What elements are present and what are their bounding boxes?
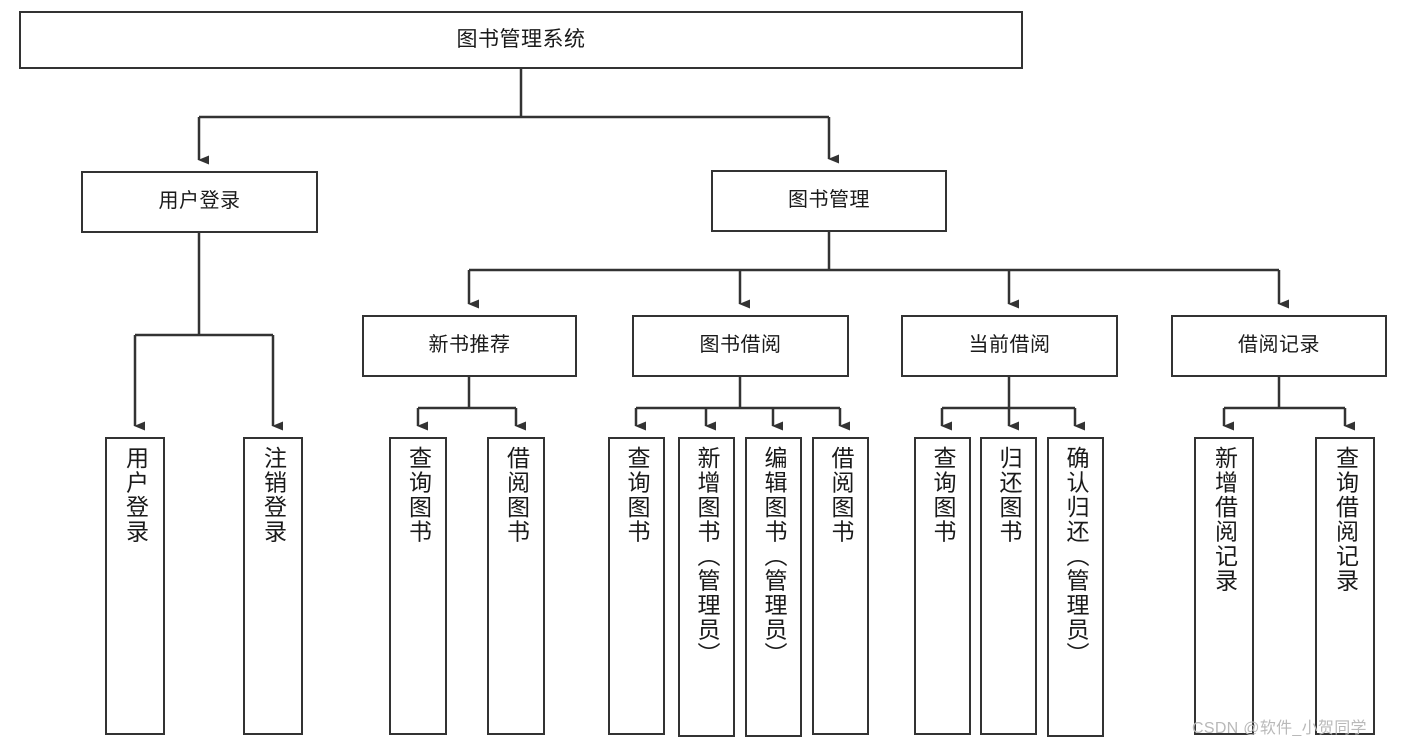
node-user-login-label: 用户登录: [158, 190, 241, 213]
node-leaf-query-record-label: 查询借阅记录: [1332, 446, 1359, 593]
node-book-manage-label: 图书管理: [788, 189, 870, 212]
csdn-watermark: CSDN @软件_小贺同学: [1192, 720, 1367, 737]
node-leaf-add-record[interactable]: 新增借阅记录: [1194, 437, 1254, 735]
node-leaf-user-login-label: 用户登录: [122, 446, 149, 544]
node-leaf-query-book-1-label: 查询图书: [405, 446, 432, 544]
node-current-borrow-label: 当前借阅: [968, 334, 1051, 357]
node-leaf-add-book[interactable]: 新增图书（管理员）: [678, 437, 735, 737]
node-book-borrow-label: 图书借阅: [699, 334, 782, 357]
node-leaf-edit-book-label: 编辑图书（管理员）: [761, 446, 787, 667]
node-leaf-query-record[interactable]: 查询借阅记录: [1315, 437, 1375, 735]
node-new-book-rec-label: 新书推荐: [428, 334, 511, 357]
node-leaf-edit-book[interactable]: 编辑图书（管理员）: [745, 437, 802, 737]
node-borrow-record-label: 借阅记录: [1238, 334, 1320, 357]
node-leaf-query-book-3[interactable]: 查询图书: [914, 437, 971, 735]
node-leaf-confirm-return-label: 确认归还（管理员）: [1063, 446, 1089, 667]
node-leaf-confirm-return[interactable]: 确认归还（管理员）: [1047, 437, 1104, 737]
node-leaf-query-book-2[interactable]: 查询图书: [608, 437, 665, 735]
node-leaf-query-book-1[interactable]: 查询图书: [389, 437, 447, 735]
node-leaf-query-book-3-label: 查询图书: [930, 446, 956, 544]
node-current-borrow[interactable]: 当前借阅: [901, 315, 1118, 377]
node-leaf-query-book-2-label: 查询图书: [624, 446, 650, 544]
node-leaf-logout-label: 注销登录: [260, 446, 287, 544]
node-leaf-user-login[interactable]: 用户登录: [105, 437, 165, 735]
node-leaf-return-book[interactable]: 归还图书: [980, 437, 1037, 735]
node-leaf-add-book-label: 新增图书（管理员）: [694, 446, 720, 667]
node-leaf-return-book-label: 归还图书: [996, 446, 1022, 544]
node-leaf-logout[interactable]: 注销登录: [243, 437, 303, 735]
node-leaf-add-record-label: 新增借阅记录: [1211, 446, 1238, 593]
node-borrow-record[interactable]: 借阅记录: [1171, 315, 1387, 377]
node-book-borrow[interactable]: 图书借阅: [632, 315, 849, 377]
node-book-manage[interactable]: 图书管理: [711, 170, 947, 232]
node-leaf-borrow-book-2[interactable]: 借阅图书: [812, 437, 869, 735]
node-leaf-borrow-book-1[interactable]: 借阅图书: [487, 437, 545, 735]
node-new-book-rec[interactable]: 新书推荐: [362, 315, 577, 377]
node-user-login[interactable]: 用户登录: [81, 171, 318, 233]
node-root[interactable]: 图书管理系统: [19, 11, 1023, 69]
node-leaf-borrow-book-1-label: 借阅图书: [503, 446, 530, 544]
node-root-label: 图书管理系统: [456, 27, 586, 51]
node-leaf-borrow-book-2-label: 借阅图书: [828, 446, 854, 544]
